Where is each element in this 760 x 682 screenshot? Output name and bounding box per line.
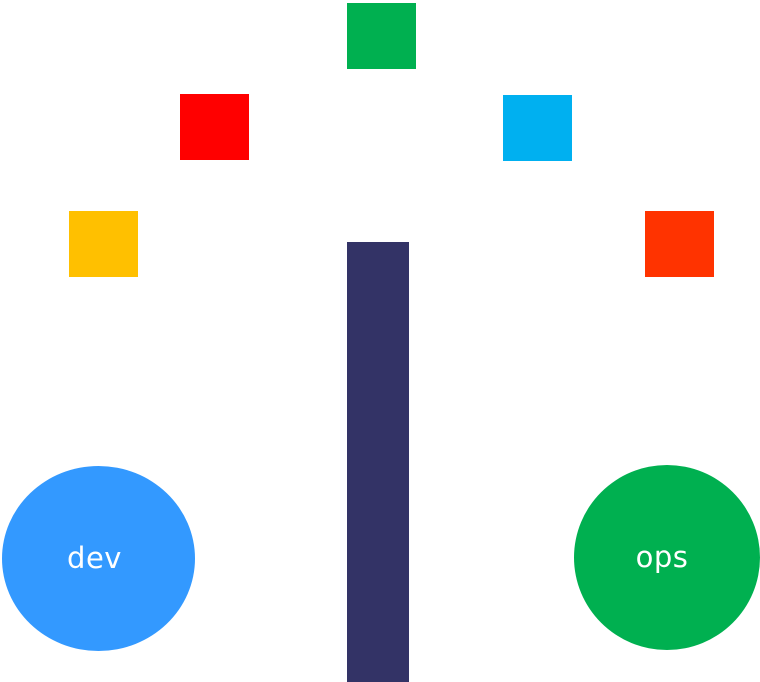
blue-square (503, 95, 572, 161)
yellow-square (69, 211, 138, 277)
ops-label: ops (635, 539, 689, 574)
red-square (180, 94, 249, 160)
ops-circle: ops (574, 465, 760, 650)
dev-label: dev (67, 540, 122, 575)
dev-circle: dev (2, 466, 195, 651)
green-square (347, 3, 416, 69)
orange-square (645, 211, 714, 277)
center-pole (347, 242, 409, 682)
